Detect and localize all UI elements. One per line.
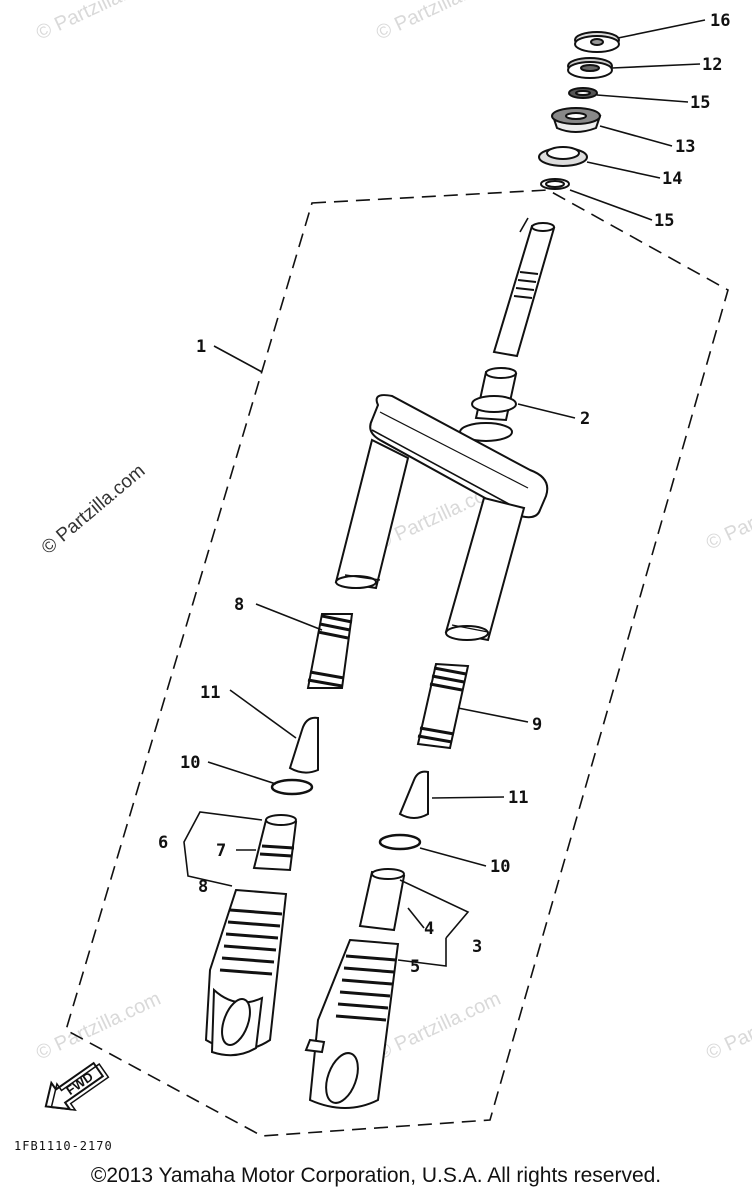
callout-11-left: 11 bbox=[200, 683, 220, 703]
callout-16: 16 bbox=[710, 11, 730, 31]
watermark: © Partzilla.com bbox=[703, 988, 752, 1065]
outer-tube-right bbox=[304, 868, 406, 1109]
steering-shaft bbox=[492, 217, 556, 358]
watermark: © Partzilla.com bbox=[373, 0, 504, 45]
parts-diagram: © Partzilla.com © Partzilla.com © Partzi… bbox=[14, 0, 752, 1153]
leader-lines bbox=[183, 19, 706, 967]
fwd-arrow: FWD bbox=[44, 1061, 110, 1112]
o-rings bbox=[270, 778, 422, 851]
watermark: © Partzilla.com bbox=[33, 988, 164, 1065]
callout-9-left: 8 bbox=[234, 595, 244, 615]
part-11-seat-right bbox=[398, 770, 429, 819]
copyright-notice: ©2013 Yamaha Motor Corporation, U.S.A. A… bbox=[90, 1164, 662, 1187]
callout-10-right: 10 bbox=[490, 857, 510, 877]
top-hardware-stack bbox=[538, 31, 620, 190]
callout-7: 7 bbox=[216, 841, 226, 861]
watermark: © Partzilla.com bbox=[373, 988, 504, 1065]
part-9-spring-left bbox=[306, 613, 354, 689]
watermark: © Partzilla.com bbox=[33, 0, 164, 45]
fork-tubes bbox=[334, 438, 526, 642]
callout-10-left: 10 bbox=[180, 753, 200, 773]
callout-4: 4 bbox=[424, 919, 434, 939]
part-2-stem bbox=[459, 367, 518, 442]
part-10-ring-right bbox=[378, 833, 422, 851]
springs bbox=[306, 613, 470, 750]
part-10-ring-left bbox=[270, 778, 314, 796]
callout-8: 8 bbox=[198, 877, 208, 897]
callout-9-right: 9 bbox=[532, 715, 542, 735]
callout-14: 14 bbox=[662, 169, 682, 189]
callout-2: 2 bbox=[580, 409, 590, 429]
callout-3: 3 bbox=[472, 937, 482, 957]
assembly-outline bbox=[65, 189, 729, 1137]
outer-tube-left bbox=[204, 814, 298, 1057]
callout-6: 6 bbox=[158, 833, 168, 853]
callout-labels: 16 12 15 13 14 15 1 2 8 9 11 11 10 10 6 … bbox=[158, 11, 730, 977]
fork-crown bbox=[369, 394, 549, 519]
callout-13: 13 bbox=[675, 137, 695, 157]
watermark-diagonal: © Partzilla.com bbox=[38, 460, 150, 558]
callout-1: 1 bbox=[196, 337, 206, 357]
callout-12: 12 bbox=[702, 55, 722, 75]
callout-11-right: 11 bbox=[508, 788, 528, 808]
callout-15: 15 bbox=[654, 211, 674, 231]
reference-code: 1FB1110-2170 bbox=[14, 1139, 113, 1153]
watermark: © Partzilla.com bbox=[703, 478, 752, 555]
callout-15-top: 15 bbox=[690, 93, 710, 113]
part-11-seat-left bbox=[288, 716, 319, 774]
callout-5: 5 bbox=[410, 957, 420, 977]
part-9-spring-right bbox=[416, 662, 470, 750]
spring-seats bbox=[288, 716, 429, 819]
